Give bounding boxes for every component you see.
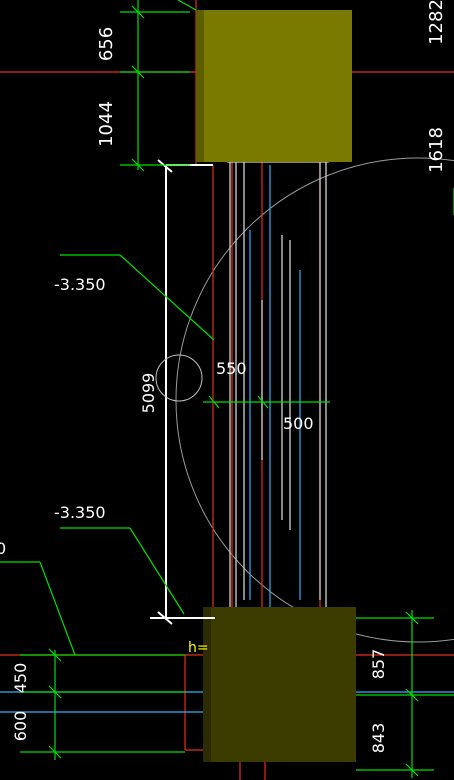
dim-600: 600 (11, 711, 30, 742)
member-outline (227, 151, 329, 610)
dim-1618: 1618 (426, 127, 447, 173)
column-top[interactable] (196, 10, 352, 162)
dim-843: 843 (369, 723, 388, 754)
dim-1044: 1044 (96, 101, 117, 147)
elevation-upper: -3.350 (54, 275, 106, 294)
dim-450: 450 (11, 663, 30, 694)
reference-arc (175, 157, 454, 643)
dim-1282: 1282 (426, 0, 447, 45)
dim-857: 857 (369, 649, 388, 680)
dim-656: 656 (96, 27, 117, 61)
dim-5099: 5099 (139, 373, 158, 414)
left-edge-zero: 0 (0, 539, 6, 558)
elevation-lower: -3.350 (54, 503, 106, 522)
marker-circle (155, 354, 203, 402)
dim-550: 550 (216, 359, 247, 378)
h-label: h= (188, 640, 209, 656)
column-bottom[interactable] (203, 607, 356, 762)
span-dimension-white (150, 159, 215, 625)
dim-500: 500 (283, 414, 314, 433)
